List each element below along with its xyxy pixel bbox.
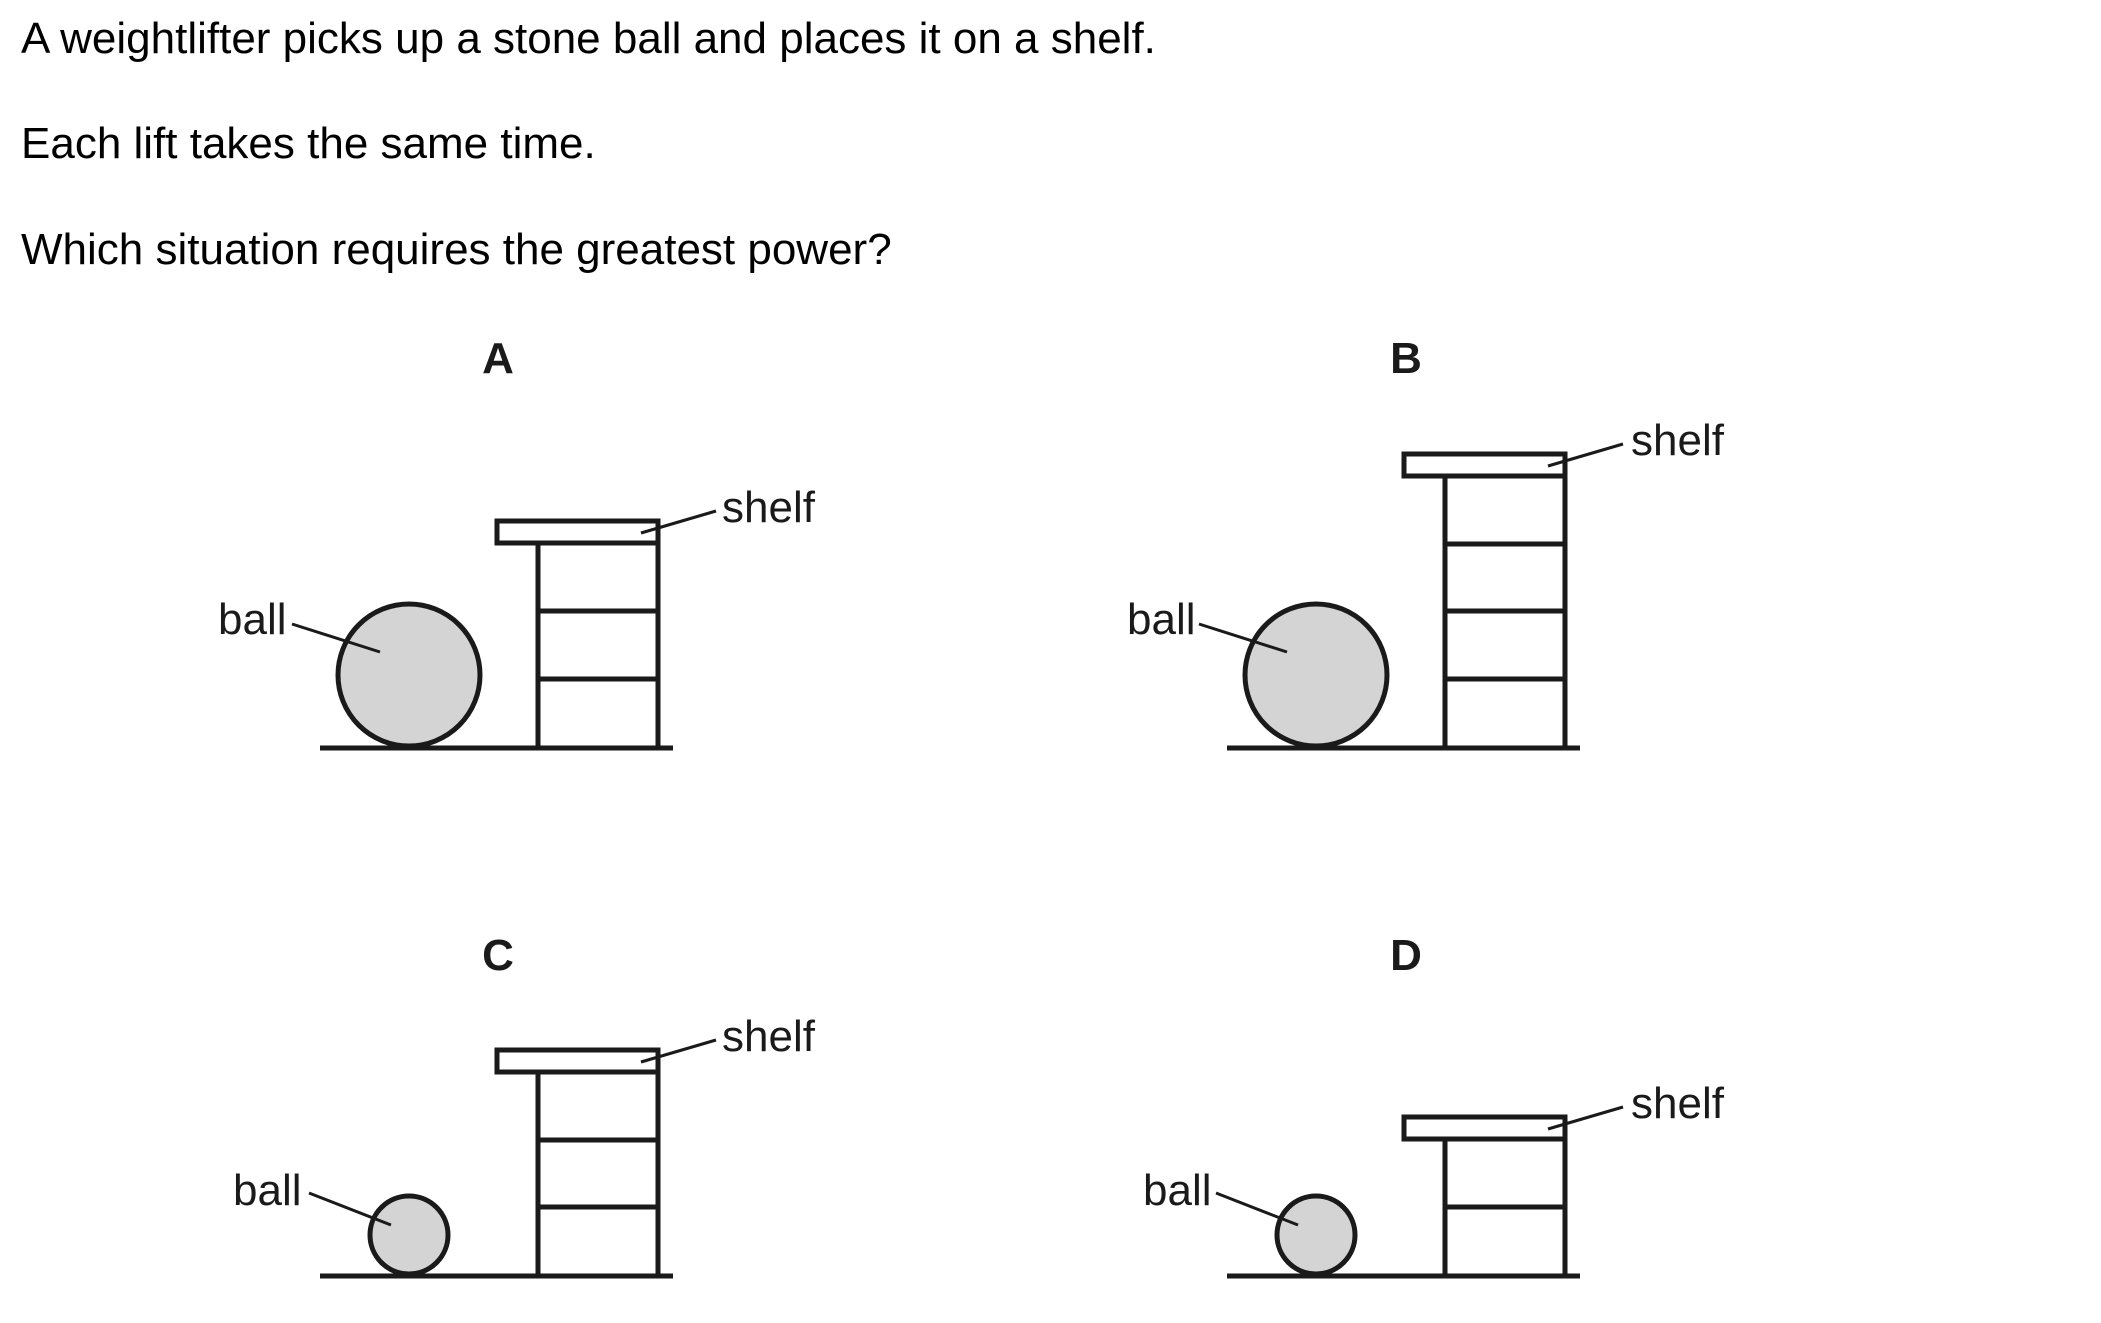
- question-line-3: Which situation requires the greatest po…: [21, 225, 892, 274]
- option-letter: A: [482, 334, 514, 383]
- shelf-leader-line: [640, 509, 717, 535]
- option-b[interactable]: [1198, 442, 1624, 751]
- shelf: [494, 518, 661, 546]
- shelf-leader-line: [640, 1038, 717, 1064]
- shelf-label: shelf: [722, 483, 816, 532]
- ball-leader-line: [1215, 1191, 1299, 1227]
- stone-ball: [367, 1193, 451, 1277]
- stone-ball: [1274, 1193, 1358, 1277]
- option-letter: D: [1390, 931, 1422, 980]
- question-line-2: Each lift takes the same time.: [21, 119, 596, 168]
- stone-ball: [1242, 601, 1390, 749]
- shelf-label: shelf: [722, 1012, 816, 1061]
- shelf-stand: [535, 540, 661, 751]
- ball-leader-line: [291, 622, 381, 654]
- ball-label: ball: [1127, 595, 1196, 644]
- stone-ball: [335, 601, 483, 749]
- shelf: [1401, 451, 1568, 479]
- shelf-stand: [535, 1069, 661, 1279]
- ball-leader-line: [308, 1191, 392, 1227]
- option-letter: B: [1390, 334, 1422, 383]
- shelf-label: shelf: [1631, 416, 1725, 465]
- option-letter: C: [482, 931, 514, 980]
- option-d[interactable]: [1215, 1105, 1624, 1279]
- shelf-label: shelf: [1631, 1079, 1725, 1128]
- ball-label: ball: [233, 1166, 302, 1215]
- ball-label: ball: [218, 595, 287, 644]
- ball-label: ball: [1143, 1166, 1212, 1215]
- question-line-1: A weightlifter picks up a stone ball and…: [21, 14, 1156, 63]
- shelf-leader-line: [1547, 1105, 1624, 1131]
- option-a[interactable]: [291, 509, 717, 751]
- option-c[interactable]: [308, 1038, 717, 1279]
- shelf-leader-line: [1547, 442, 1624, 468]
- shelf: [1401, 1114, 1568, 1142]
- shelf: [494, 1047, 661, 1075]
- ball-leader-line: [1198, 622, 1288, 654]
